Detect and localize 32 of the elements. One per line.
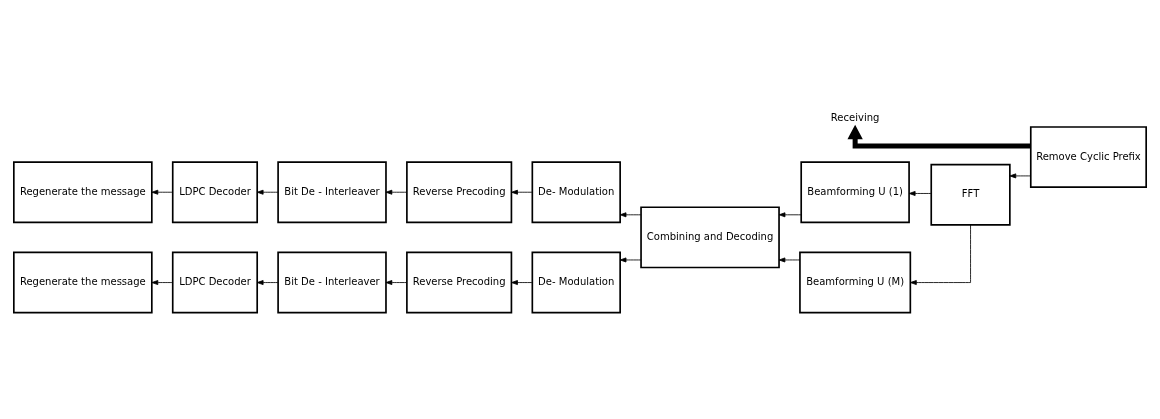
node-box: De- Modulation [531, 160, 621, 223]
node-box: Bit De - Interleaver [277, 160, 387, 223]
node-box: Regenerate the message [13, 160, 153, 223]
arrow [256, 189, 279, 195]
arrow [151, 279, 173, 285]
node-box: De- Modulation [531, 251, 621, 313]
arrow [511, 279, 533, 285]
arrow [256, 279, 279, 285]
node-box: Beamforming U (1) [800, 160, 910, 223]
arrow [778, 257, 801, 262]
node-box: LDPC Decoder [171, 251, 259, 313]
arrow [511, 189, 533, 195]
arrow [385, 279, 408, 285]
node-box: LDPC Decoder [171, 160, 259, 223]
node-box: Beamforming U (M) [799, 251, 912, 313]
arrow [908, 190, 932, 196]
arrow [385, 189, 408, 195]
arrow [619, 211, 642, 217]
arrow [778, 211, 802, 217]
node-box: Regenerate the message [13, 251, 153, 313]
arrow [1009, 172, 1031, 178]
node-box: Remove Cyclic Prefix [1029, 125, 1147, 188]
node-box: FFT [930, 163, 1011, 226]
arrow [847, 124, 1031, 149]
node-box: Reverse Precoding [406, 160, 513, 223]
arrow [910, 224, 971, 285]
node-box: Combining and Decoding [640, 205, 780, 268]
node-text: Receiving [830, 111, 880, 123]
node-box: Bit De - Interleaver [277, 251, 387, 313]
arrow [151, 189, 173, 195]
node-box: Reverse Precoding [406, 251, 513, 313]
arrow [619, 257, 642, 262]
